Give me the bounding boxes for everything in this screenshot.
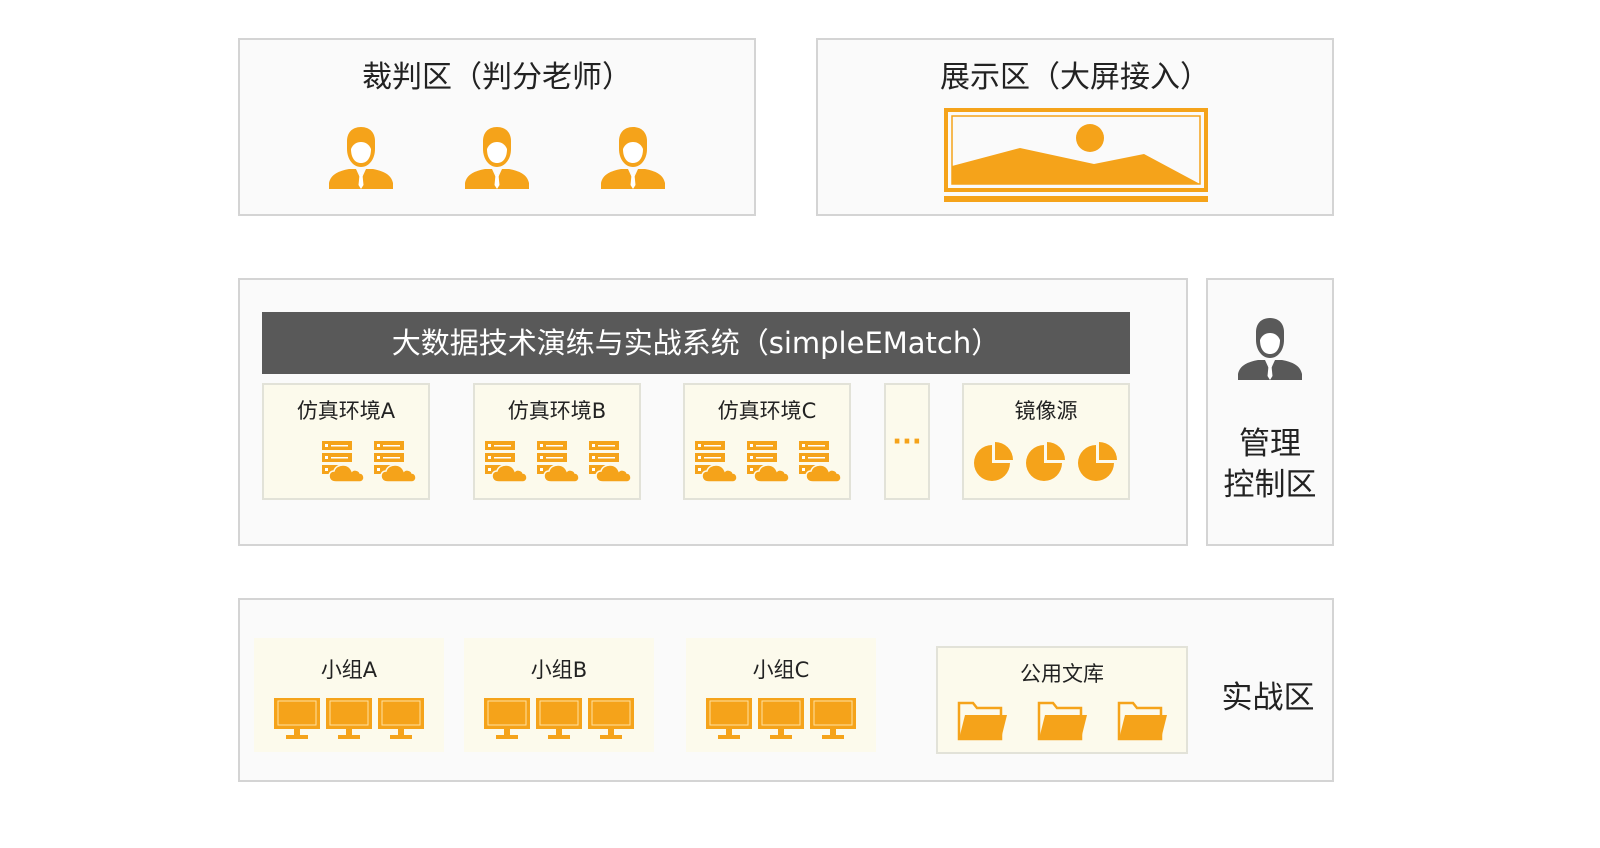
environment-label: 仿真环境B bbox=[507, 399, 607, 423]
monitor-icon bbox=[705, 697, 753, 741]
environment-panel-b: 仿真环境B bbox=[473, 383, 641, 500]
environment-panel-c: 仿真环境C bbox=[683, 383, 851, 500]
library-icons bbox=[938, 698, 1186, 744]
ellipsis-panel: ··· bbox=[884, 383, 930, 500]
group-panel-c: 小组C bbox=[686, 638, 876, 752]
monitor-icon bbox=[325, 697, 373, 741]
server-cloud-icon bbox=[693, 439, 737, 483]
monitor-icon bbox=[809, 697, 857, 741]
judge-zone: 裁判区（判分老师） bbox=[238, 38, 756, 216]
judge-zone-title: 裁判区（判分老师） bbox=[362, 60, 632, 95]
environment-icons bbox=[320, 437, 422, 485]
pie-chart-icon bbox=[972, 439, 1016, 483]
monitor-icon bbox=[587, 697, 635, 741]
group-icons bbox=[254, 696, 444, 742]
library-label: 公用文库 bbox=[1020, 662, 1104, 686]
server-cloud-icon bbox=[745, 439, 789, 483]
server-cloud-icon bbox=[320, 439, 364, 483]
library-panel: 公用文库 bbox=[936, 646, 1188, 754]
management-label: 管理 控制区 bbox=[1208, 424, 1332, 506]
monitor-icon bbox=[535, 697, 583, 741]
group-panel-a: 小组A bbox=[254, 638, 444, 752]
group-label: 小组C bbox=[752, 658, 810, 682]
monitor-icon bbox=[273, 697, 321, 741]
screen-image-icon bbox=[944, 108, 1208, 202]
system-title-bar: 大数据技术演练与实战系统（simpleEMatch） bbox=[262, 312, 1130, 374]
display-zone-title: 展示区（大屏接入） bbox=[940, 60, 1210, 95]
server-cloud-icon bbox=[483, 439, 527, 483]
monitor-icon bbox=[483, 697, 531, 741]
server-cloud-icon bbox=[372, 439, 416, 483]
server-cloud-icon bbox=[587, 439, 631, 483]
practice-zone-label: 实战区 bbox=[1221, 680, 1315, 716]
group-label: 小组A bbox=[320, 658, 378, 682]
monitor-icon bbox=[377, 697, 425, 741]
practice-zone: 小组A 小组B 小组C 公用文库 实战区 bbox=[238, 598, 1334, 782]
pie-chart-icon bbox=[1024, 439, 1068, 483]
mirror-label: 镜像源 bbox=[1014, 399, 1078, 423]
teacher-icon bbox=[463, 123, 531, 191]
environment-label: 仿真环境C bbox=[717, 399, 817, 423]
group-panel-b: 小组B bbox=[464, 638, 654, 752]
environment-icons bbox=[685, 437, 849, 485]
ellipsis-text: ··· bbox=[892, 427, 922, 457]
environment-icons bbox=[475, 437, 639, 485]
system-zone: 大数据技术演练与实战系统（simpleEMatch） 仿真环境A 仿真环境B 仿… bbox=[238, 278, 1188, 546]
management-label-line1: 管理 bbox=[1239, 426, 1301, 462]
teacher-icon bbox=[599, 123, 667, 191]
management-label-line2: 控制区 bbox=[1223, 467, 1317, 503]
environment-panel-a: 仿真环境A bbox=[262, 383, 430, 500]
mirror-icons bbox=[964, 437, 1128, 485]
folder-icon bbox=[955, 699, 1009, 743]
group-label: 小组B bbox=[530, 658, 588, 682]
management-zone: 管理 控制区 bbox=[1206, 278, 1334, 546]
environment-label: 仿真环境A bbox=[296, 399, 396, 423]
mirror-panel: 镜像源 bbox=[962, 383, 1130, 500]
monitor-icon bbox=[757, 697, 805, 741]
folder-icon bbox=[1035, 699, 1089, 743]
server-cloud-icon bbox=[535, 439, 579, 483]
pie-chart-icon bbox=[1076, 439, 1120, 483]
server-cloud-icon bbox=[797, 439, 841, 483]
folder-icon bbox=[1115, 699, 1169, 743]
judge-icons bbox=[240, 122, 754, 192]
group-icons bbox=[464, 696, 654, 742]
group-icons bbox=[686, 696, 876, 742]
teacher-icon bbox=[327, 123, 395, 191]
display-zone: 展示区（大屏接入） bbox=[816, 38, 1334, 216]
admin-icon bbox=[1236, 314, 1304, 382]
